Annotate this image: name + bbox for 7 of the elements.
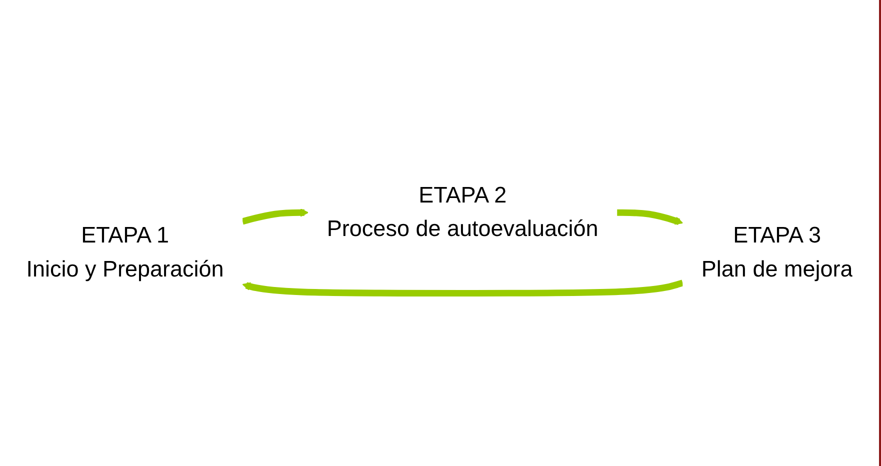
node-text: ETAPA 2 Proceso de autoevaluación [326, 182, 598, 242]
arrow [242, 208, 309, 225]
arrow [242, 280, 684, 297]
node-text: ETAPA 1 Inicio y Preparación [26, 223, 224, 282]
cycle-diagram: ETAPA 1 Inicio y Preparación ETAPA 2 Proceso de autoevaluación ETAPA 3 Plan de mejora [0, 162, 879, 304]
node-text: ETAPA 3 Plan de mejora [701, 223, 853, 282]
arrow [617, 210, 684, 226]
